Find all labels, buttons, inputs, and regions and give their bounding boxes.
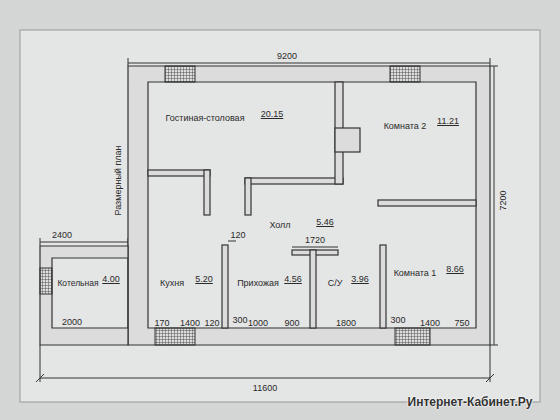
dimension: 170: [154, 319, 169, 328]
room-area: 20.15: [261, 110, 284, 119]
dimension-lines: [36, 58, 498, 382]
room-name: С/У: [328, 279, 343, 288]
dimension: 750: [454, 319, 469, 328]
dimension: 11600: [253, 384, 277, 393]
dimension: 1800: [336, 319, 356, 328]
dimension: 300: [390, 316, 405, 325]
dimension: 2000: [62, 318, 82, 327]
dimension: 7200: [499, 190, 508, 210]
room-area: 5.20: [195, 275, 213, 284]
dimension: 1400: [420, 319, 440, 328]
watermark: Интернет-Кабинет.Ру: [408, 396, 533, 408]
room-area: 11.21: [437, 117, 459, 126]
room-name: Котельная: [57, 279, 98, 288]
room-area: 4.56: [284, 275, 302, 284]
paper-frame: [20, 30, 540, 402]
room-name: Гостиная-столовая: [165, 114, 244, 123]
room-name: Холл: [269, 221, 290, 230]
room-name: Кухня: [160, 279, 184, 288]
windows: [40, 66, 430, 345]
room-name: Комната 1: [394, 269, 437, 278]
dimension: 1000: [248, 319, 268, 328]
room-name: Прихожая: [237, 279, 279, 288]
walls: [40, 66, 490, 345]
dimension: 1720: [305, 236, 325, 245]
dimension: 1400: [180, 319, 200, 328]
plan-title: Размерный план: [113, 145, 122, 215]
room-area: 4.00: [102, 275, 120, 284]
dimension: 2400: [52, 231, 72, 240]
dimension: 120: [230, 231, 245, 240]
room-name: Комната 2: [384, 122, 427, 131]
room-area: 8.66: [446, 265, 464, 274]
room-area: 3.96: [351, 275, 369, 284]
room-area: 5.46: [316, 218, 334, 227]
dimension: 900: [284, 319, 299, 328]
dimension: 120: [204, 319, 219, 328]
dimension: 300: [232, 316, 247, 325]
dimension: 9200: [277, 52, 297, 61]
